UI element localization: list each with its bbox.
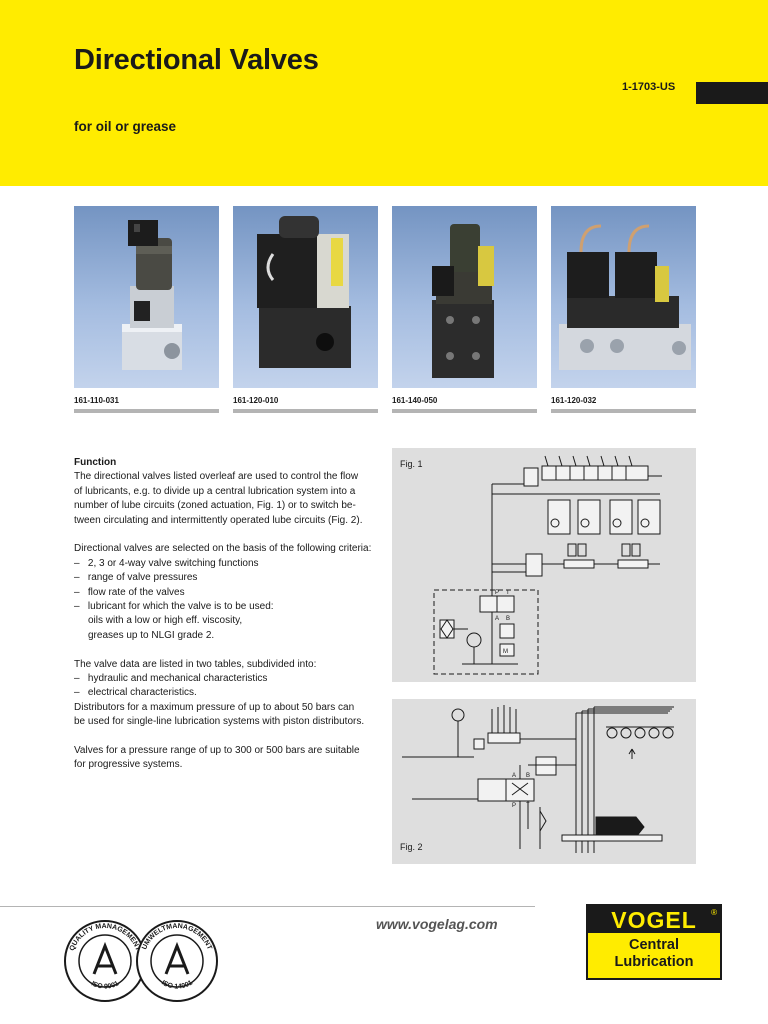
figure-1-schematic: A B P T M [433,455,662,675]
text-line: of lubricants, e.g. to divide up a centr… [74,485,356,497]
part-number-1: 161-110-031 [74,396,119,405]
text-line: Valves for a pressure range of up to 300… [74,745,360,757]
text-line: be used for single-line lubrication syst… [74,716,365,728]
part-number-4: 161-120-032 [551,396,597,405]
tables-item: – electrical characteristics. [74,687,197,699]
function-text: Function The directional valves listed o… [74,456,384,773]
part-number-3: 161-140-050 [392,396,438,405]
caption-rule [74,409,219,413]
text-line: tween circulating and intermittently ope… [74,514,363,526]
figure-2-label: Fig. 2 [400,842,423,852]
logo-line-1: Central [629,937,679,953]
text-line: number of lube circuits (zoned actuation… [74,500,356,512]
product-photo-2 [233,206,378,388]
vogel-logo: VOGEL ® Central Lubrication [586,904,722,980]
website-link[interactable]: www.vogelag.com [376,916,498,932]
page-subtitle: for oil or grease [74,119,177,134]
criteria-subitem: oils with a low or high eff. viscosity, [88,615,243,627]
svg-text:A: A [495,616,499,622]
text-line: The directional valves listed overleaf a… [74,471,359,483]
svg-text:T: T [506,590,510,596]
part-number-2: 161-120-010 [233,396,279,405]
criteria-item: – 2, 3 or 4-way valve switching function… [74,557,259,569]
svg-text:M: M [503,649,508,655]
criteria-item: – lubricant for which the valve is to be… [74,601,274,613]
svg-text:ISO 14001: ISO 14001 [160,979,194,990]
page-title: Directional Valves [74,44,319,76]
logo-registered-mark: ® [711,908,717,917]
svg-text:P: P [512,803,516,809]
figure-2-schematic: A B P T [402,705,674,853]
figure-1-label: Fig. 1 [400,459,423,469]
figure-1: Fig. 1 [392,448,696,682]
tables-intro: The valve data are listed in two tables,… [74,658,317,670]
function-heading: Function [74,457,117,468]
caption-rule [233,409,378,413]
figure-2: Fig. 2 [392,699,696,864]
criteria-intro: Directional valves are selected on the b… [74,543,372,555]
svg-text:T: T [526,803,530,809]
svg-text:B: B [506,616,510,622]
logo-line-2: Lubrication [614,954,694,970]
footer-rule [0,906,535,907]
header-band [0,0,768,186]
text-line: for progressive systems. [74,759,183,771]
product-photo-4 [551,206,696,388]
svg-text:ISO 9001: ISO 9001 [90,980,120,990]
text-line: Distributors for a maximum pressure of u… [74,701,355,713]
product-photo-1 [74,206,219,388]
caption-rule [392,409,537,413]
svg-text:B: B [526,773,530,779]
document-number: 1-1703-US [622,81,676,93]
criteria-item: – range of valve pressures [74,572,198,584]
logo-brand: VOGEL [588,906,720,933]
svg-text:A: A [512,773,516,779]
svg-text:P: P [495,590,499,596]
iso-9001-seal: QUALITY MANAGEMENT ISO 9001 [62,918,148,1004]
iso-14001-seal: UMWELTMANAGEMENT ISO 14001 [134,918,220,1004]
document-number-bar [696,82,768,104]
tables-item: – hydraulic and mechanical characteristi… [74,673,268,685]
criteria-item: – flow rate of the valves [74,586,185,598]
product-photo-3 [392,206,537,388]
criteria-subitem: greases up to NLGI grade 2. [88,629,215,641]
caption-rule [551,409,696,413]
